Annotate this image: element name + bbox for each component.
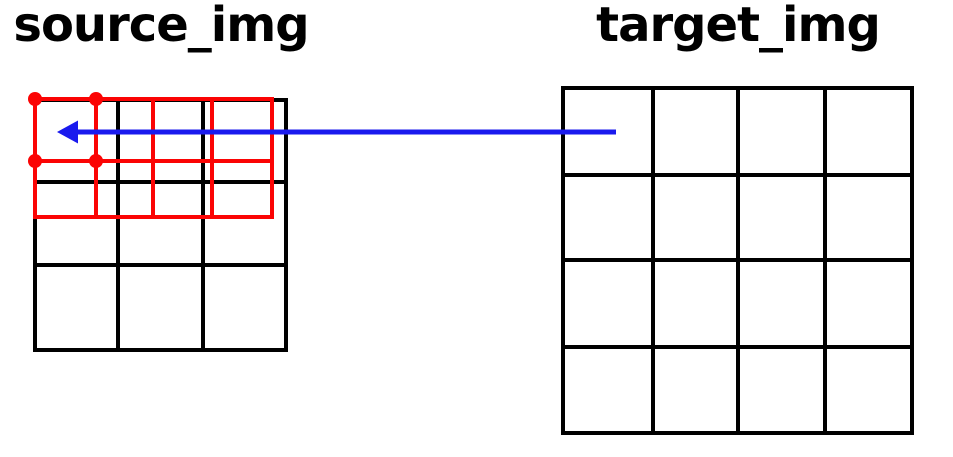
sample-point-dot <box>28 92 42 106</box>
mapping-arrow-head <box>57 120 78 144</box>
sample-point-dot <box>89 154 103 168</box>
source-image-label: source_img <box>13 0 309 53</box>
sample-point-dot <box>89 92 103 106</box>
target-image-label: target_img <box>596 0 881 53</box>
sample-point-dot <box>28 154 42 168</box>
